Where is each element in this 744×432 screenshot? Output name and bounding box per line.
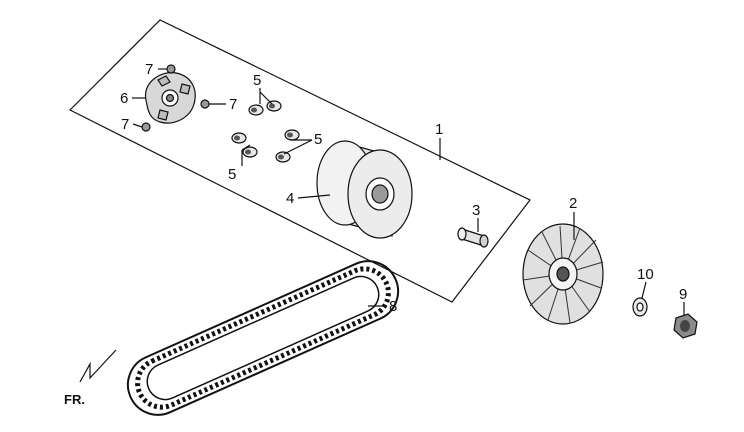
callout-2: 2: [569, 195, 577, 212]
roller-weight-1: [248, 104, 264, 116]
callout-7-right: 7: [229, 96, 237, 113]
drive-face-collar: [457, 227, 489, 248]
callout-3: 3: [472, 202, 480, 219]
roller-weight-4: [242, 146, 258, 158]
slider-piece-right: [200, 99, 210, 109]
ramp-plate: [144, 71, 196, 124]
assembly-outline: [68, 19, 531, 303]
leader-10: [641, 281, 647, 299]
movable-drive-face: [316, 140, 413, 239]
roller-weight-5: [284, 129, 300, 141]
slider-piece-top: [166, 64, 176, 74]
drive-belt: [126, 260, 400, 416]
callout-6: 6: [120, 90, 128, 107]
leader-5c-2: [283, 139, 313, 155]
callout-7-left: 7: [121, 116, 129, 133]
roller-weight-3: [231, 132, 247, 144]
nut: [673, 313, 698, 339]
front-direction-label: FR.: [64, 392, 85, 407]
callout-4: 4: [286, 190, 294, 207]
callout-10: 10: [637, 266, 654, 283]
front-direction-indicator: FR.: [64, 349, 117, 407]
leader-5a-2: [259, 91, 273, 105]
fixed-drive-face-fan: [522, 223, 604, 325]
leader-7c: [132, 123, 143, 128]
callout-5-bottom: 5: [228, 166, 236, 183]
leader-5b-2: [241, 144, 251, 151]
callout-9: 9: [679, 286, 687, 303]
callout-1: 1: [435, 121, 443, 138]
callout-5-right: 5: [314, 131, 322, 148]
washer: [632, 297, 648, 317]
roller-weight-2: [266, 100, 282, 112]
callout-8: 8: [389, 298, 397, 315]
roller-weight-6: [275, 151, 291, 163]
callout-7-top: 7: [145, 61, 153, 78]
callout-5-top: 5: [253, 72, 261, 89]
slider-piece-bottom: [141, 122, 151, 132]
leader-4: [297, 194, 331, 199]
